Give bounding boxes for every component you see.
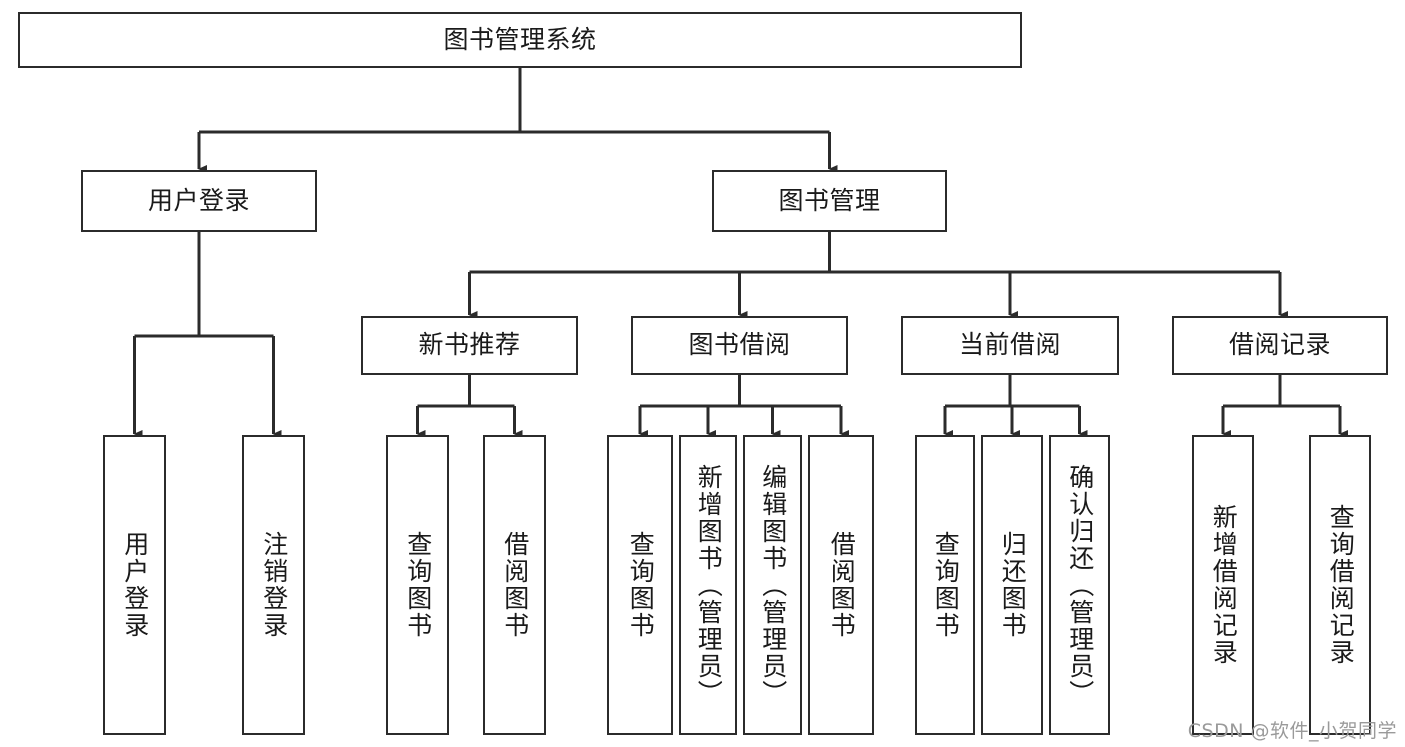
node-borrow-record[interactable]: 借阅记录 [1172,316,1388,375]
node-leaf-bb-query[interactable]: 查询图书 [607,435,673,735]
node-label-user-login: 用户登录 [147,185,250,215]
node-current-borrow[interactable]: 当前借阅 [901,316,1119,375]
node-label-leaf-bb-query: 查询图书 [626,531,656,639]
node-leaf-cb-return[interactable]: 归还图书 [981,435,1043,735]
node-label-leaf-rec-borrow: 借阅图书 [500,531,530,639]
node-label-book-manage: 图书管理 [778,185,881,215]
node-leaf-rec-borrow[interactable]: 借阅图书 [483,435,546,735]
node-label-leaf-br-query: 查询借阅记录 [1326,504,1356,666]
node-leaf-cb-query[interactable]: 查询图书 [915,435,975,735]
node-label-current-borrow: 当前借阅 [958,330,1061,360]
node-leaf-br-add[interactable]: 新增借阅记录 [1192,435,1254,735]
node-label-leaf-bb-add: 新增图书（管理员） [694,463,724,707]
node-leaf-rec-query[interactable]: 查询图书 [386,435,449,735]
node-book-borrow[interactable]: 图书借阅 [631,316,848,375]
node-leaf-user-logout[interactable]: 注销登录 [242,435,305,735]
csdn-watermark: CSDN @软件_小贺同学 [1187,720,1397,742]
node-user-login[interactable]: 用户登录 [81,170,317,232]
node-leaf-user-login[interactable]: 用户登录 [103,435,166,735]
node-label-book-borrow: 图书借阅 [688,330,791,360]
node-label-borrow-record: 借阅记录 [1228,330,1331,360]
node-leaf-br-query[interactable]: 查询借阅记录 [1309,435,1371,735]
node-new-book-rec[interactable]: 新书推荐 [361,316,578,375]
node-book-manage[interactable]: 图书管理 [712,170,947,232]
node-label-root: 图书管理系统 [443,24,597,54]
node-label-leaf-user-logout: 注销登录 [259,531,289,639]
node-label-leaf-br-add: 新增借阅记录 [1209,504,1239,666]
node-label-leaf-cb-query: 查询图书 [931,531,961,639]
node-leaf-bb-edit[interactable]: 编辑图书（管理员） [743,435,802,735]
node-label-leaf-bb-borrow: 借阅图书 [827,531,857,639]
node-label-leaf-bb-edit: 编辑图书（管理员） [758,463,788,707]
node-label-leaf-rec-query: 查询图书 [403,531,433,639]
node-root[interactable]: 图书管理系统 [18,12,1022,68]
node-leaf-bb-add[interactable]: 新增图书（管理员） [679,435,737,735]
node-label-leaf-user-login: 用户登录 [120,531,150,639]
node-label-leaf-cb-return: 归还图书 [998,531,1028,639]
node-label-leaf-cb-confirm: 确认归还（管理员） [1065,463,1095,707]
node-leaf-cb-confirm[interactable]: 确认归还（管理员） [1049,435,1110,735]
node-leaf-bb-borrow[interactable]: 借阅图书 [808,435,874,735]
node-label-new-book-rec: 新书推荐 [418,330,521,360]
